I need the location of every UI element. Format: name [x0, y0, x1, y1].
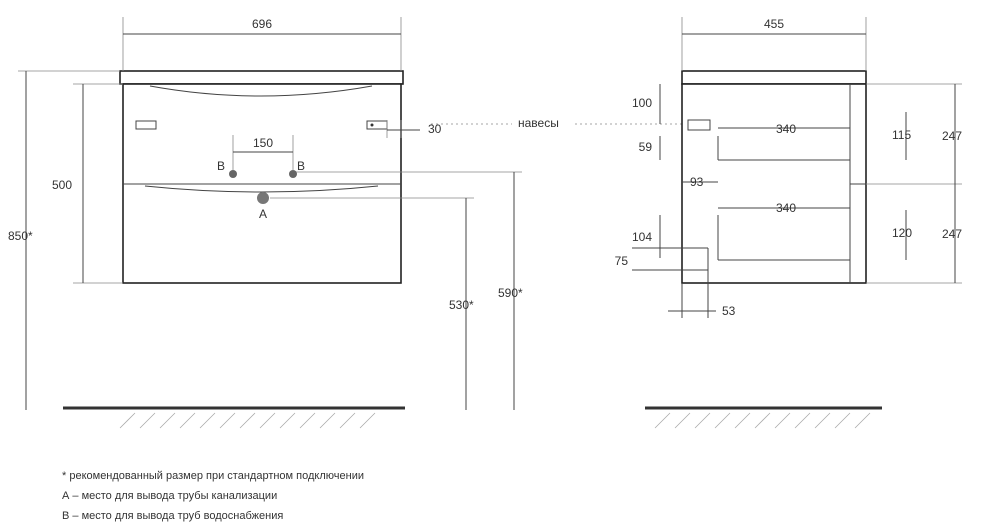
- side-countertop: [681, 70, 867, 85]
- dim-247-top: 247: [942, 129, 962, 143]
- dim-115: 115: [892, 128, 911, 142]
- dim-depth: 455: [764, 17, 784, 31]
- dim-340-bottom: 340: [776, 201, 796, 215]
- water-pipe-right: [289, 170, 297, 178]
- side-view: 455 340 340 100 59 93 104 75 53 247 247 …: [615, 17, 962, 429]
- dim-104: 104: [632, 230, 652, 244]
- side-cabinet: [681, 83, 867, 284]
- dim-590: 590*: [498, 286, 523, 300]
- label-b-left: B: [217, 159, 225, 173]
- floor-hatch-side: [654, 412, 871, 429]
- hinge-bracket-left: [135, 120, 157, 130]
- dim-59: 59: [639, 140, 653, 154]
- note-recommended: * рекомендованный размер при стандартном…: [62, 470, 364, 482]
- dim-75: 75: [615, 254, 629, 268]
- dim-120: 120: [892, 226, 912, 240]
- dim-530: 530*: [449, 298, 474, 312]
- front-countertop: [119, 70, 404, 85]
- dim-100: 100: [632, 96, 652, 110]
- top-handle-curve: [149, 85, 373, 97]
- dim-247-bottom: 247: [942, 227, 962, 241]
- dim-340-top: 340: [776, 122, 796, 136]
- water-pipe-left: [229, 170, 237, 178]
- label-b-right: B: [297, 159, 305, 173]
- dim-width: 696: [252, 17, 272, 31]
- dim-total-height: 850*: [8, 229, 33, 243]
- dim-53: 53: [722, 304, 736, 318]
- label-hinges: навесы: [518, 116, 559, 130]
- bottom-handle-curve: [144, 185, 379, 193]
- side-hinge: [687, 119, 711, 131]
- drain-pipe: [257, 192, 269, 204]
- label-a: A: [259, 207, 267, 221]
- note-water: В – место для вывода труб водоснабжения: [62, 510, 284, 522]
- legend-notes: * рекомендованный размер при стандартном…: [62, 466, 364, 526]
- dim-front-height: 500: [52, 178, 72, 192]
- dim-hinge-offset: 30: [428, 122, 442, 136]
- front-view: 696 850* 500 150 B B A 30 590* 530*: [8, 17, 523, 429]
- dim-pipe-spacing: 150: [253, 136, 273, 150]
- dim-93: 93: [690, 175, 704, 189]
- floor-hatch-front: [119, 412, 376, 429]
- note-drain: А – место для вывода трубы канализации: [62, 490, 278, 502]
